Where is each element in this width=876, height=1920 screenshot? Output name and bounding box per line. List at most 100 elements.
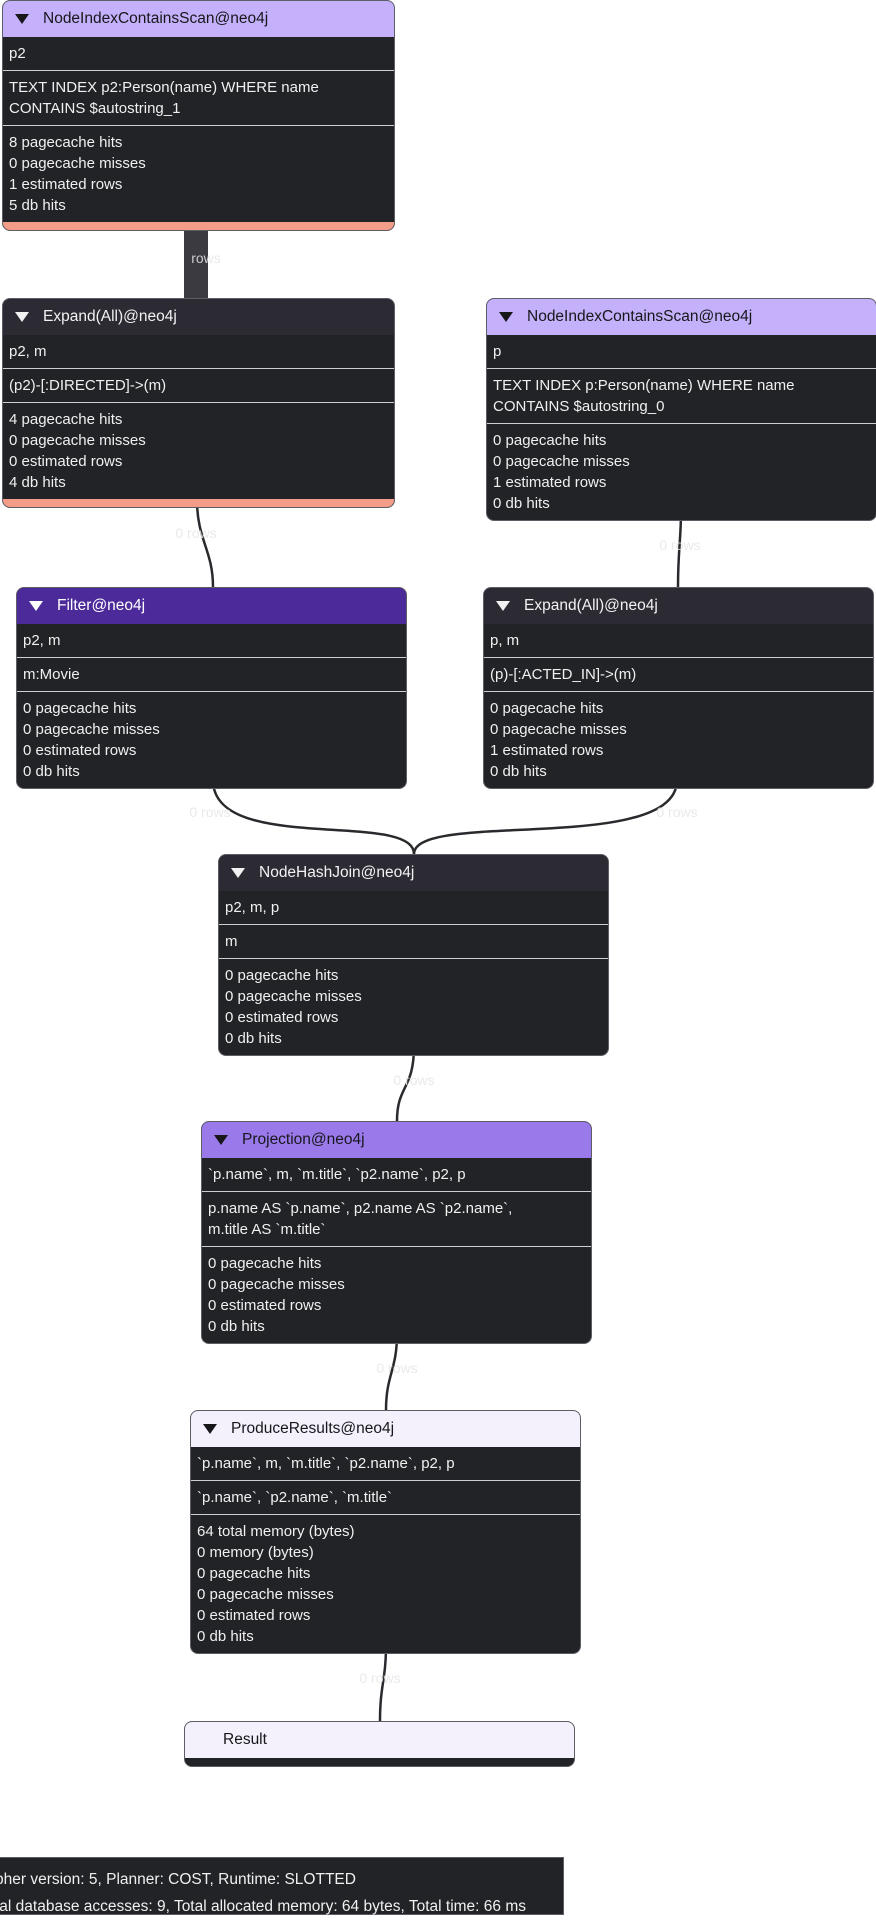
result-bottom-bar bbox=[185, 1758, 574, 1766]
detail-line: CONTAINS $autostring_1 bbox=[9, 100, 181, 117]
edge-4 bbox=[211, 779, 416, 855]
cost-indicator-bar bbox=[3, 222, 394, 230]
edge-2 bbox=[195, 499, 215, 588]
operator-header[interactable]: Projection@neo4j bbox=[202, 1122, 591, 1158]
collapse-triangle-icon[interactable] bbox=[214, 1135, 228, 1145]
operator-title: NodeHashJoin@neo4j bbox=[259, 864, 415, 881]
operator-details: (p2)-[:DIRECTED]->(m) bbox=[3, 368, 394, 402]
stat-line: 0 estimated rows bbox=[9, 453, 123, 470]
detail-line: p2, m, p bbox=[225, 899, 280, 916]
detail-line: CONTAINS $autostring_0 bbox=[493, 398, 665, 415]
collapse-triangle-icon[interactable] bbox=[29, 601, 43, 611]
detail-line: `p.name`, m, `m.title`, `p2.name`, p2, p bbox=[197, 1455, 455, 1472]
collapse-triangle-icon[interactable] bbox=[496, 601, 510, 611]
edge-label: rows bbox=[191, 250, 221, 266]
edge-label: 0 rows bbox=[656, 804, 698, 820]
collapse-triangle-icon[interactable] bbox=[15, 312, 29, 322]
operator-title: Filter@neo4j bbox=[57, 597, 146, 614]
operator-stats: 0 pagecache hits 0 pagecache misses 1 esti… bbox=[487, 423, 876, 520]
operator-title: NodeIndexContainsScan@neo4j bbox=[527, 308, 753, 325]
stat-line: 0 db hits bbox=[493, 495, 550, 512]
operator-expand2[interactable]: Expand(All)@neo4j p, m (p)-[:ACTED_IN]->(m… bbox=[483, 587, 874, 789]
edge-5 bbox=[412, 779, 679, 855]
operator-result[interactable]: Result bbox=[184, 1721, 575, 1767]
operator-stats: 64 total memory (bytes)0 memory (bytes)0… bbox=[191, 1514, 580, 1653]
operator-identifiers: p, m bbox=[484, 624, 873, 657]
stat-line: 1 estimated rows bbox=[493, 474, 607, 491]
operator-header[interactable]: NodeIndexContainsScan@neo4j bbox=[487, 299, 876, 335]
operator-projection[interactable]: Projection@neo4j `p.name`, m, `m.title`, … bbox=[201, 1121, 592, 1344]
operator-title: ProduceResults@neo4j bbox=[231, 1420, 395, 1437]
stat-line: 5 db hits bbox=[9, 197, 66, 214]
plan-summary-line-2: tal database accesses: 9, Total allocate… bbox=[0, 1898, 527, 1915]
stat-line: 0 estimated rows bbox=[197, 1607, 311, 1624]
edge-label: 0 rows bbox=[189, 804, 231, 820]
operator-identifiers: p2, m bbox=[17, 624, 406, 657]
collapse-triangle-icon[interactable] bbox=[231, 868, 245, 878]
operator-title: NodeIndexContainsScan@neo4j bbox=[43, 10, 269, 27]
stat-line: 0 pagecache hits bbox=[493, 432, 607, 449]
stat-line: 0 db hits bbox=[490, 763, 547, 780]
stat-line: 0 pagecache hits bbox=[225, 967, 339, 984]
stat-line: 0 db hits bbox=[197, 1628, 254, 1645]
operator-identifiers: p bbox=[487, 335, 876, 368]
edge-label: 0 rows bbox=[376, 1360, 418, 1376]
operator-header[interactable]: Filter@neo4j bbox=[17, 588, 406, 624]
edge-label: 0 rows bbox=[359, 1670, 401, 1686]
stat-line: 0 db hits bbox=[208, 1318, 265, 1335]
stat-line: 0 pagecache misses bbox=[9, 155, 146, 172]
detail-line: m bbox=[225, 933, 238, 950]
stat-line: 0 pagecache hits bbox=[208, 1255, 322, 1272]
operator-title: Expand(All)@neo4j bbox=[43, 308, 177, 325]
operator-details: p.name AS `p.name`, p2.name AS `p2.name`… bbox=[202, 1191, 591, 1246]
operator-stats: 4 pagecache hits 0 pagecache misses 0 esti… bbox=[3, 402, 394, 499]
operator-title: Result bbox=[223, 1731, 267, 1748]
operator-header[interactable]: Result bbox=[185, 1722, 574, 1758]
stat-line: 0 pagecache misses bbox=[490, 721, 627, 738]
stat-line: 0 pagecache misses bbox=[197, 1586, 334, 1603]
stat-line: 4 pagecache hits bbox=[9, 411, 123, 428]
stat-line: 0 estimated rows bbox=[208, 1297, 322, 1314]
operator-header[interactable]: Expand(All)@neo4j bbox=[484, 588, 873, 624]
operator-details: `p.name`, `p2.name`, `m.title` bbox=[191, 1480, 580, 1514]
plan-summary: pher version: 5, Planner: COST, Runtime:… bbox=[0, 1857, 564, 1915]
operator-title: Expand(All)@neo4j bbox=[524, 597, 658, 614]
collapse-triangle-icon[interactable] bbox=[15, 14, 29, 24]
stat-line: 0 pagecache hits bbox=[23, 700, 137, 717]
operator-details: (p)-[:ACTED_IN]->(m) bbox=[484, 657, 873, 691]
detail-line: p2, m bbox=[23, 632, 61, 649]
detail-line: (p)-[:ACTED_IN]->(m) bbox=[490, 666, 637, 683]
operator-header[interactable]: NodeHashJoin@neo4j bbox=[219, 855, 608, 891]
operator-hashjoin[interactable]: NodeHashJoin@neo4j p2, m, p m 0 pagecache h… bbox=[218, 854, 609, 1056]
collapse-triangle-icon[interactable] bbox=[499, 312, 513, 322]
operator-details: m bbox=[219, 924, 608, 958]
detail-line: `p.name`, `p2.name`, `m.title` bbox=[197, 1489, 393, 1506]
collapse-triangle-icon[interactable] bbox=[203, 1424, 217, 1434]
edge-label: 0 rows bbox=[659, 537, 701, 553]
operator-produce[interactable]: ProduceResults@neo4j `p.name`, m, `m.titl… bbox=[190, 1410, 581, 1654]
detail-line: `p.name`, m, `m.title`, `p2.name`, p2, p bbox=[208, 1166, 466, 1183]
operator-header[interactable]: Expand(All)@neo4j bbox=[3, 299, 394, 335]
operator-header[interactable]: NodeIndexContainsScan@neo4j bbox=[3, 1, 394, 37]
detail-line: (p2)-[:DIRECTED]->(m) bbox=[9, 377, 167, 394]
detail-line: TEXT INDEX p2:Person(name) WHERE name bbox=[9, 79, 319, 96]
stat-line: 0 pagecache misses bbox=[493, 453, 630, 470]
operator-identifiers: `p.name`, m, `m.title`, `p2.name`, p2, p bbox=[202, 1158, 591, 1191]
stat-line: 0 pagecache misses bbox=[9, 432, 146, 449]
detail-line: p bbox=[493, 343, 502, 360]
stat-line: 0 pagecache misses bbox=[208, 1276, 345, 1293]
stat-line: 0 db hits bbox=[23, 763, 80, 780]
stat-line: 0 pagecache hits bbox=[197, 1565, 311, 1582]
detail-line: p2 bbox=[9, 45, 26, 62]
operator-header[interactable]: ProduceResults@neo4j bbox=[191, 1411, 580, 1447]
